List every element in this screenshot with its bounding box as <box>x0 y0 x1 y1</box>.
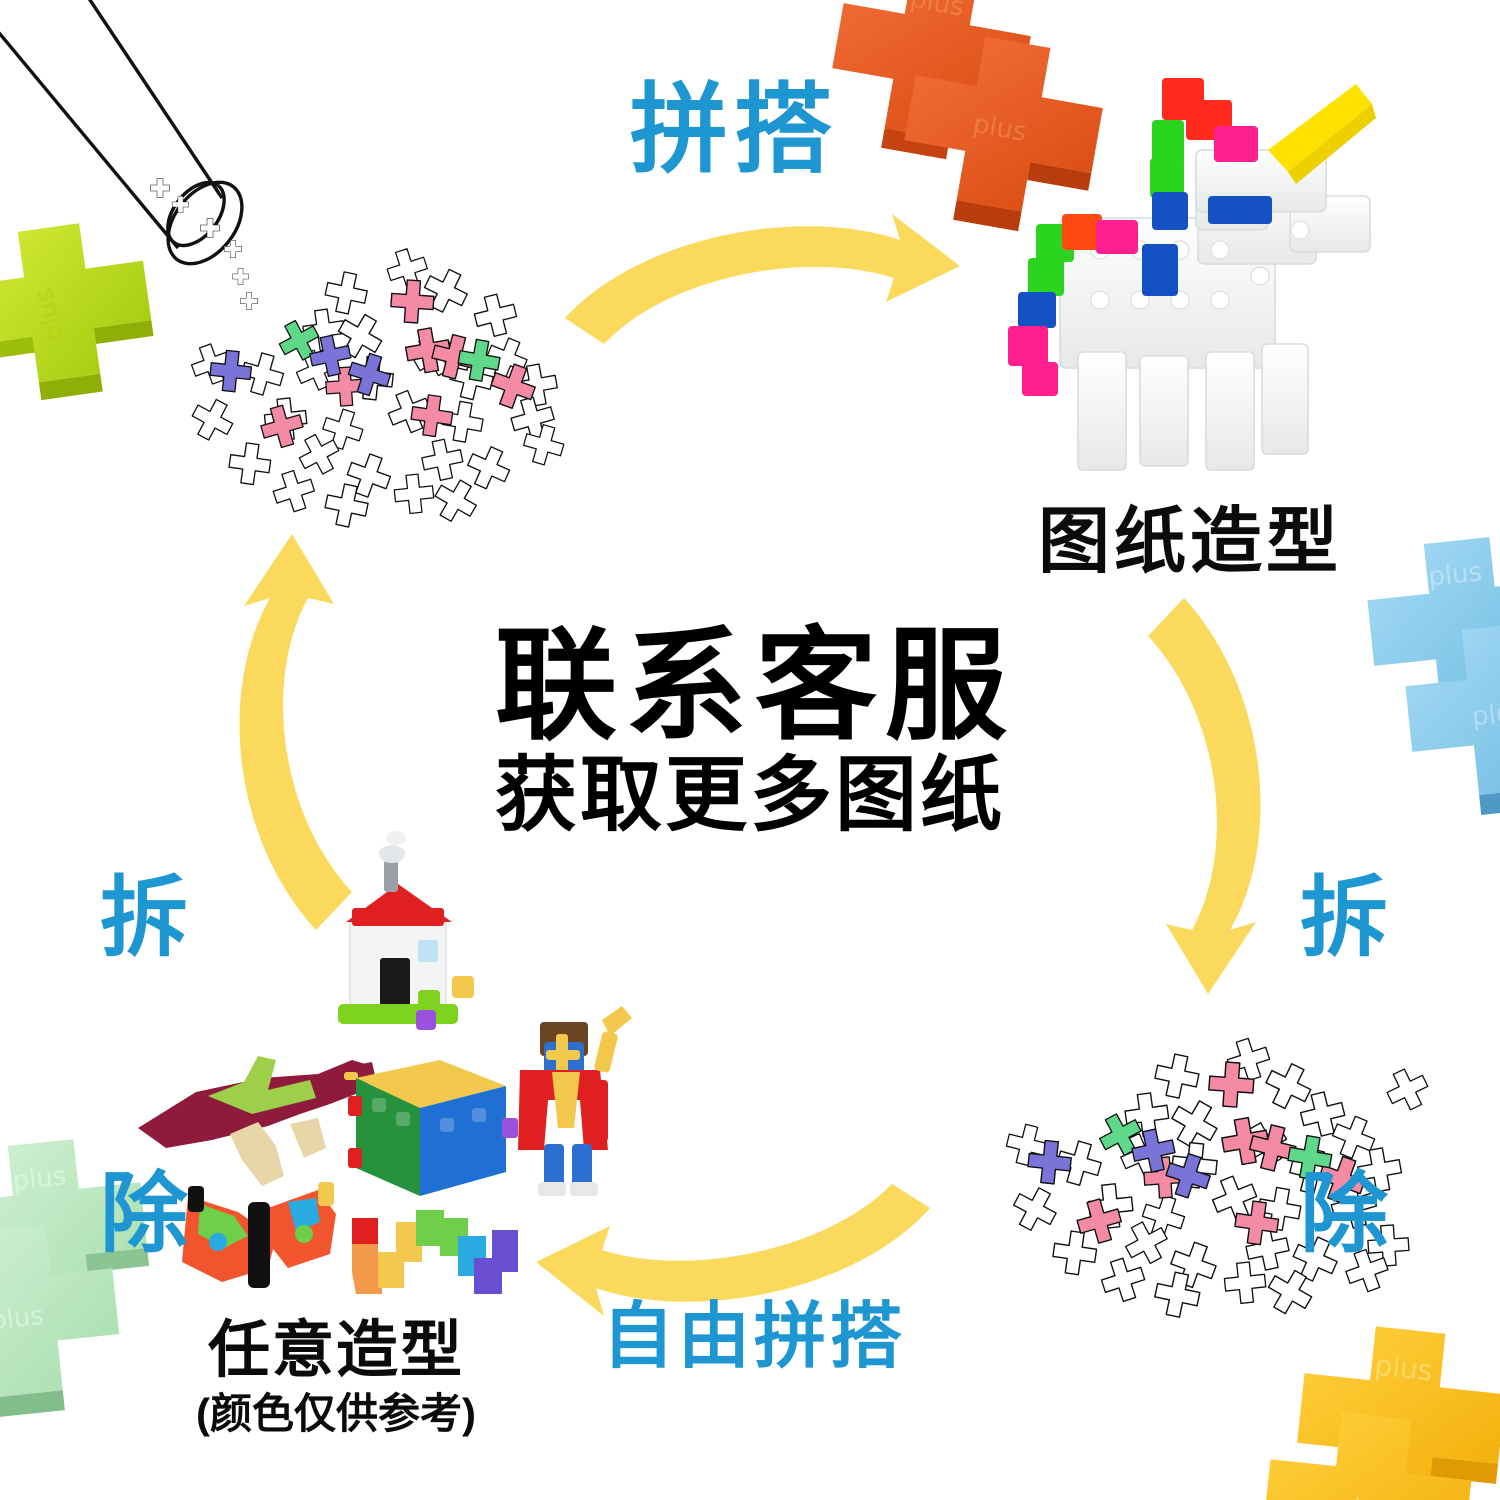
knight-model <box>518 1006 632 1196</box>
headline-sub: 获取更多图纸 <box>495 750 1006 841</box>
label-free-build: 自由拼搭 <box>602 1297 907 1377</box>
svg-text:plus: plus <box>11 1161 68 1196</box>
svg-text:plus: plus <box>0 1301 45 1336</box>
headline-main: 联系客服 <box>495 618 1015 754</box>
loose-pieces-pile-top <box>185 244 569 531</box>
piece-orange-top: plus plus <box>832 0 1103 232</box>
headline-block: 联系客服 获取更多图纸 <box>495 625 1035 839</box>
rainbow-snake-model <box>352 1210 518 1294</box>
label-disassemble-left-char1: 拆 <box>99 868 190 968</box>
label-disassemble-right-char1: 拆 <box>1299 868 1390 968</box>
svg-text:plus: plus <box>1427 557 1484 592</box>
label-assemble: 拼搭 <box>630 74 839 184</box>
butterfly-model <box>182 1182 336 1288</box>
arrow-left-up <box>239 534 352 930</box>
falling-pieces <box>150 178 258 310</box>
arrow-right-down <box>1148 598 1261 994</box>
svg-text:plus: plus <box>1471 697 1500 732</box>
label-blueprint-model: 图纸造型 <box>1038 502 1343 582</box>
unicorn-model <box>1008 78 1376 471</box>
pouring-tube <box>0 0 244 266</box>
cube-model <box>348 1060 518 1196</box>
unicorn-horn <box>1268 84 1376 184</box>
label-disassemble-right: 拆 除 <box>1285 672 1405 1460</box>
label-disassemble-left-char2: 除 <box>99 1163 190 1263</box>
unicorn-mane <box>1008 78 1258 396</box>
svg-text:plus: plus <box>29 285 70 344</box>
label-disassemble-left: 拆 除 <box>85 672 205 1460</box>
label-disassemble-right-char2: 除 <box>1299 1163 1390 1263</box>
svg-text:plus: plus <box>908 0 966 23</box>
label-color-note: (颜色仅供参考) <box>196 1390 476 1437</box>
arrow-top-right <box>565 214 960 344</box>
svg-text:plus: plus <box>1333 1490 1394 1500</box>
svg-text:plus: plus <box>971 109 1029 148</box>
label-any-shape: 任意造型 <box>208 1316 465 1385</box>
house-model <box>338 831 474 1030</box>
piece-lime-top-left: plus <box>0 223 154 401</box>
